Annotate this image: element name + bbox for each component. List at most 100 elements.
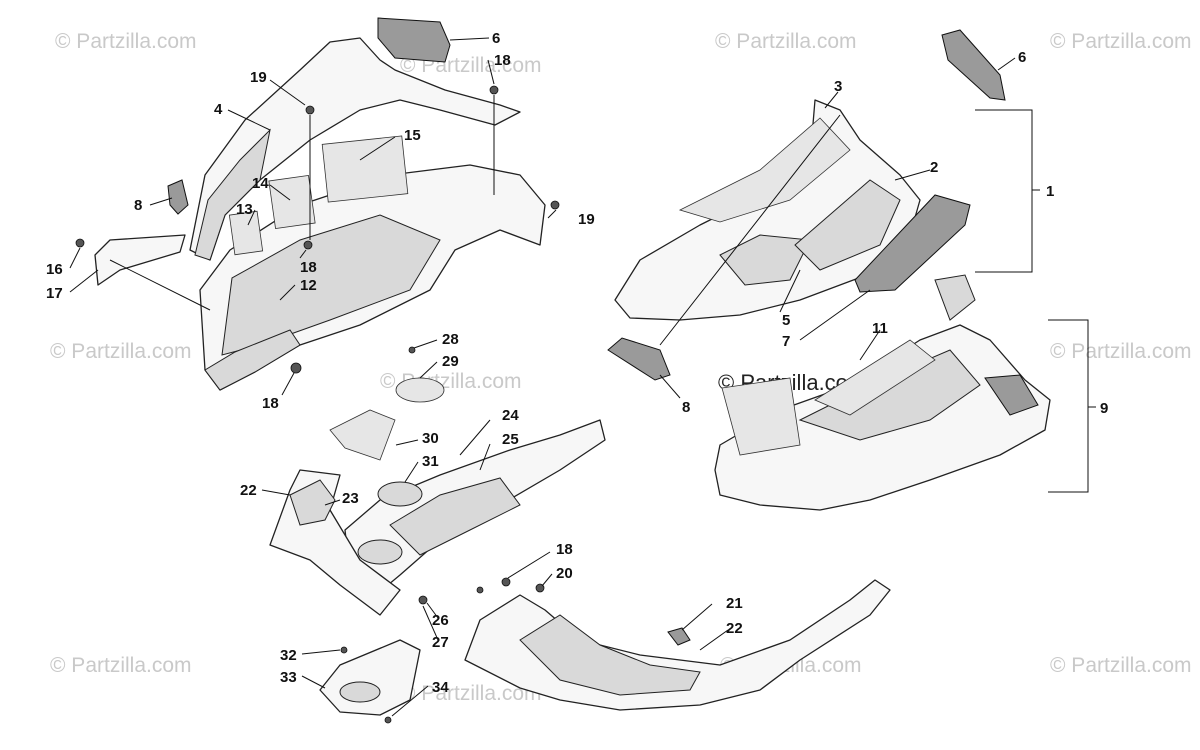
leader [449,37,490,41]
callout-25: 25 [502,431,519,448]
rivet-34 [384,716,392,724]
watermark: © Partzilla.com [1050,340,1192,363]
grommet-31 [377,481,423,507]
hood-top-panel [189,37,521,261]
nut-18-top [489,85,499,95]
watermark: © Partzilla.com [1050,30,1192,53]
leader [547,209,557,219]
watermark: © Partzilla.com [715,30,857,53]
leader [69,247,81,269]
running-board-inner [519,614,701,696]
leader [359,136,396,161]
leader [301,649,341,655]
watermark: © Partzilla.com [50,654,192,677]
leader [279,284,296,301]
leader [487,59,495,85]
nut-18-low [290,362,302,374]
group-bracket-9 [1048,319,1089,493]
watermark: © Partzilla.com [400,682,542,705]
callout-29: 29 [442,353,459,370]
belly-pan-inner [389,477,521,556]
callout-23: 23 [342,490,359,507]
leader [779,269,801,313]
callout-34: 34 [432,679,449,696]
callout-24: 24 [502,407,519,424]
callout-8: 8 [682,399,690,416]
leader [541,573,553,587]
callout-9: 9 [1100,400,1108,417]
vent-grille-side [854,194,971,293]
cowl-side-5 [794,179,901,271]
watermark: © Partzilla.com [50,340,192,363]
callout-21: 21 [726,595,743,612]
nut-18-mid [303,240,313,250]
callout-33: 33 [280,669,297,686]
side-duct-23 [289,479,336,526]
decal-14 [268,174,316,230]
callout-22: 22 [726,620,743,637]
watermarks: © Partzilla.com © Partzilla.com © Partzi… [50,30,1192,705]
vent-grille-8-right [607,337,671,381]
leader [422,605,439,641]
bracket-8-left [167,179,189,215]
leader [419,361,438,379]
leader [391,685,429,717]
leader [299,249,307,259]
callout-12: 12 [300,277,317,294]
cowl-decal [678,117,851,223]
callout-6: 6 [1018,49,1026,66]
belly-pan-assembly [269,346,606,724]
nose-vent [984,374,1039,416]
callout-31: 31 [422,453,439,470]
leader [659,374,681,399]
nut-18-lower [501,577,511,587]
callout-18: 18 [262,395,279,412]
leader [459,419,491,456]
leader [395,439,419,446]
callout-8: 8 [134,197,142,214]
leader [894,169,931,181]
hood-base-side [204,329,301,391]
leader [824,91,839,109]
side-bracket-17 [94,234,186,286]
clip-21 [667,627,691,646]
callout-11: 11 [872,320,888,337]
callout-labels: 6 18 19 4 15 14 13 8 19 18 12 16 17 18 6… [46,30,1108,696]
decal-15 [321,135,409,203]
callout-18: 18 [494,52,511,69]
callout-19: 19 [578,211,595,228]
leader [413,339,438,349]
leader [859,329,881,361]
callout-30: 30 [422,430,439,447]
nose-decal-11 [814,339,936,416]
callout-2: 2 [930,159,938,176]
leader [404,461,419,483]
leader [149,197,173,206]
watermark: © Partzilla.com [55,30,197,53]
leader [269,79,306,106]
leader [799,289,871,341]
callout-17: 17 [46,285,63,302]
running-board-assembly [464,577,891,711]
leader [997,57,1016,71]
screw-16 [75,238,85,248]
callout-6: 6 [492,30,500,47]
leader [681,603,713,631]
callout-14: 14 [252,175,269,192]
nose-top-tab [934,274,976,321]
leader [269,184,291,201]
grommet-31-lower [357,539,403,565]
callout-4: 4 [214,101,223,118]
callout-leaders [69,37,1016,717]
callout-5: 5 [782,312,790,329]
rivet-28 [408,346,416,354]
leader [281,372,295,396]
callout-20: 20 [556,565,573,582]
watermark: © Partzilla.com [1050,654,1192,677]
callout-16: 16 [46,261,63,278]
callout-3: 3 [834,78,842,95]
ring-29 [395,377,445,403]
nose-decal-10 [721,377,801,456]
rivet-32 [340,646,348,654]
